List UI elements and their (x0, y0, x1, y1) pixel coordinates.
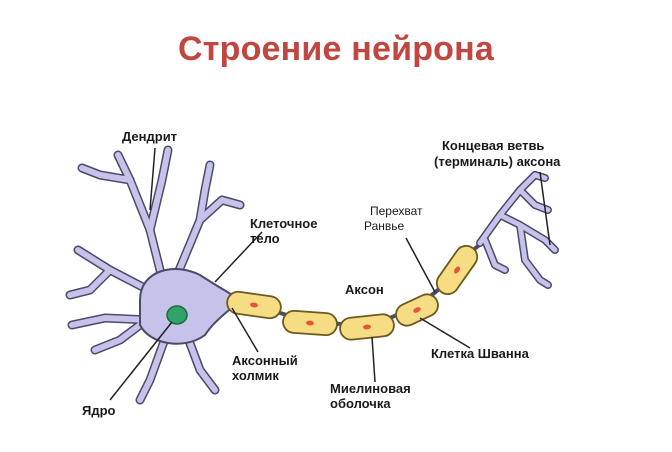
label-dendrite: Дендрит (122, 129, 177, 144)
nucleus-pointer (109, 321, 173, 401)
label-axon: Аксон (345, 282, 384, 297)
terminal-pointer (539, 171, 551, 246)
label-schwann: Клетка Шванна (431, 346, 530, 361)
dendrite-pointer (149, 147, 156, 211)
label-cell-body-1: Клеточное (250, 216, 317, 231)
axon-terminals (476, 171, 559, 289)
pointer-lines (109, 147, 551, 401)
label-node-2: Ранвье (364, 219, 405, 233)
label-myelin-1: Миелиновая (330, 381, 411, 396)
diagram-title: Строение нейрона (178, 30, 494, 68)
axon-hillock-pointer (231, 307, 259, 353)
label-axon-hillock-1: Аксонный (232, 353, 298, 368)
label-axon-hillock-2: холмик (232, 368, 279, 383)
nucleus-shape (166, 305, 188, 325)
myelin-sheath (226, 244, 479, 341)
label-terminal-2: (терминаль) аксона (434, 154, 561, 169)
node-pointer (405, 237, 436, 293)
label-node-1: Перехват (370, 204, 423, 218)
myelin-pointer (371, 336, 376, 383)
label-myelin-2: оболочка (330, 396, 391, 411)
label-terminal-1: Концевая ветвь (442, 138, 544, 153)
schwann-pointer (419, 317, 471, 349)
cell-body-group (65, 145, 245, 405)
soma (139, 267, 242, 345)
label-cell-body-2: тело (250, 231, 280, 246)
label-nucleus: Ядро (82, 403, 116, 418)
cell-body-pointer (214, 231, 263, 283)
labels: Дендрит Клеточное тело Ядро Аксонный хол… (82, 129, 561, 418)
